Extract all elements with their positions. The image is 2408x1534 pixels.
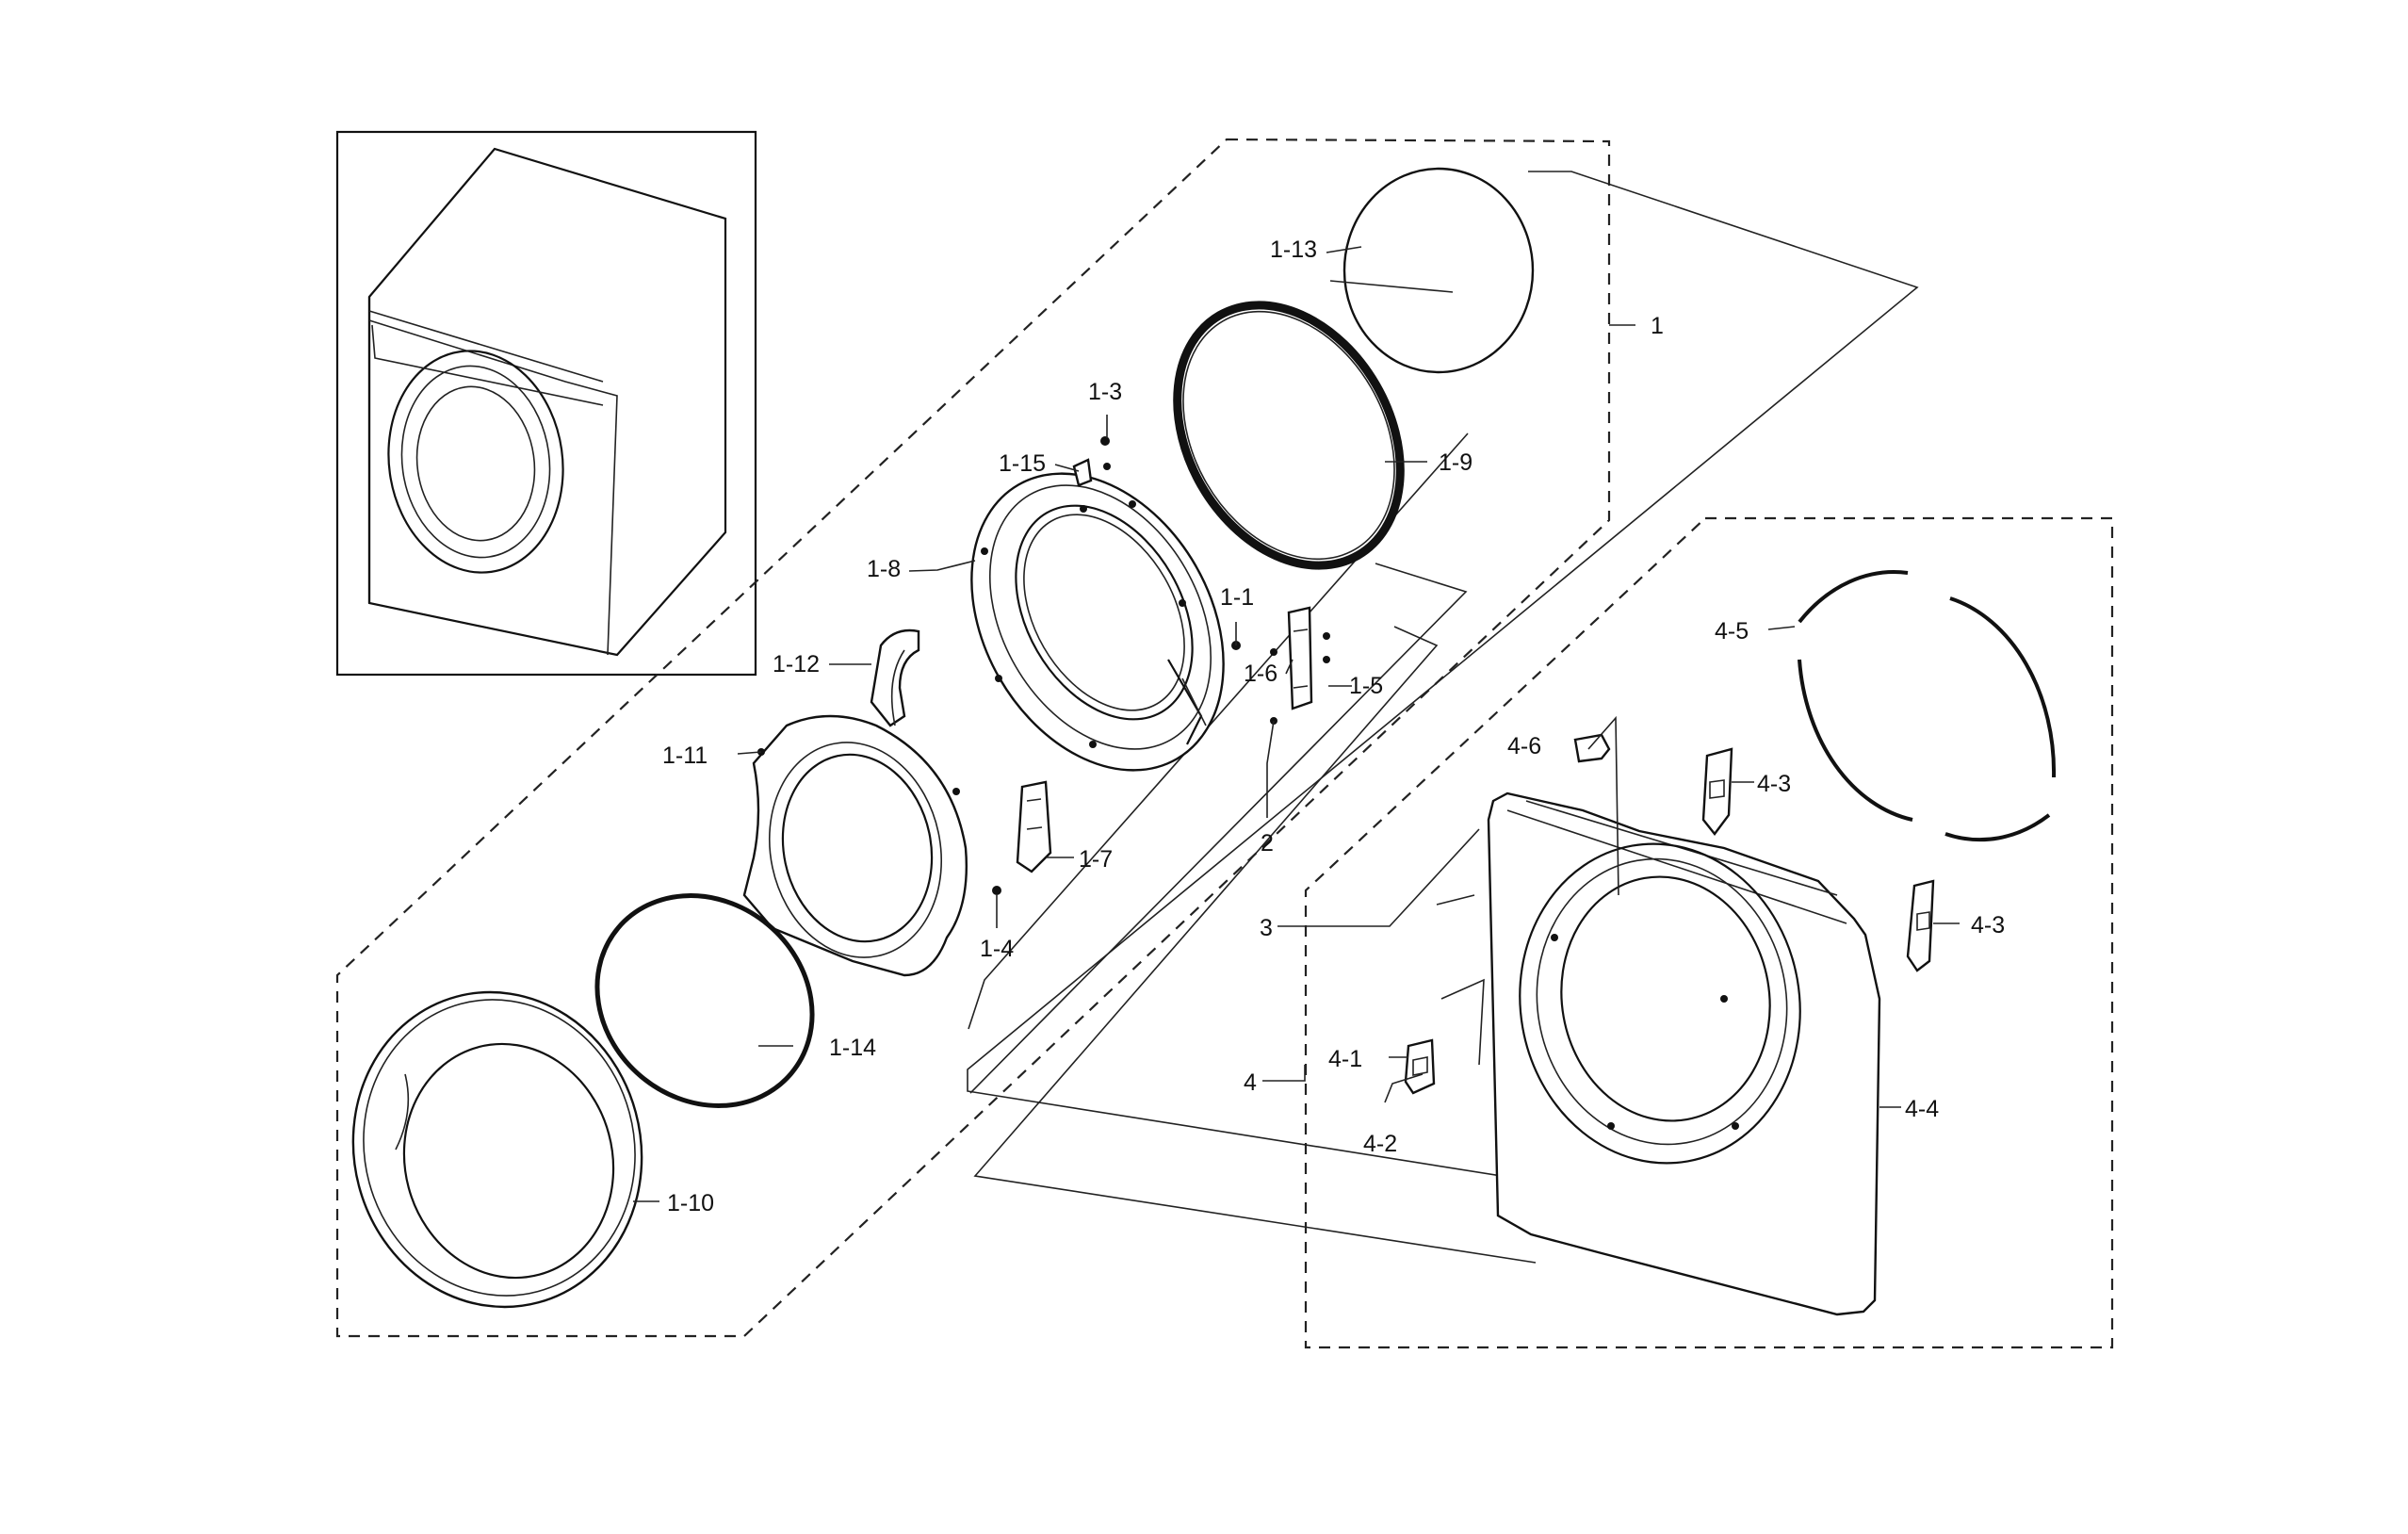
label-1-8: 1-8	[867, 556, 901, 582]
label-1: 1	[1651, 313, 1664, 339]
part-1-9-gasket	[1173, 301, 1405, 570]
label-4: 4	[1244, 1069, 1257, 1096]
part-1-8-door-frame	[970, 472, 1225, 772]
label-1-1: 1-1	[1220, 584, 1254, 611]
label-1-12: 1-12	[773, 651, 820, 677]
part-1-12-hinge	[870, 628, 920, 727]
part-4-6-connector	[1573, 733, 1611, 763]
part-1-13-glass	[1342, 167, 1535, 374]
label-1-13: 1-13	[1270, 237, 1317, 263]
part-4-3-bracket-lower	[1906, 879, 1935, 972]
front-panel-boundary	[1304, 516, 2114, 1349]
label-4-5: 4-5	[1715, 618, 1749, 645]
label-1-3: 1-3	[1088, 379, 1122, 405]
part-1-15-clip	[1072, 458, 1093, 487]
door-assembly-boundary	[335, 138, 1611, 1338]
part-1-6-hook	[1287, 606, 1313, 710]
part-1-7-latch	[1016, 780, 1052, 873]
inset-washer-view	[335, 130, 757, 677]
leader-lines	[633, 246, 1960, 1202]
part-4-1-switch	[1404, 1038, 1436, 1095]
label-1-6: 1-6	[1244, 661, 1277, 687]
label-1-14: 1-14	[829, 1035, 876, 1061]
part-4-4-front-panel	[1487, 791, 1881, 1316]
label-4-3-upper: 4-3	[1757, 771, 1791, 797]
label-1-4: 1-4	[980, 936, 1014, 962]
part-4-3-bracket-upper	[1701, 747, 1733, 836]
label-4-6: 4-6	[1507, 733, 1541, 759]
fasteners	[992, 436, 1330, 895]
label-1-10: 1-10	[667, 1190, 714, 1216]
part-1-10-outer-door	[351, 990, 643, 1309]
part-labels: 1-13 1 1-9 1-3 1-15 1-8 1-1 1-12 1-6 1-5…	[662, 237, 2005, 1216]
label-4-3-lower: 4-3	[1971, 912, 2005, 938]
part-4-5-ring-segments	[1798, 570, 2057, 842]
label-2: 2	[1261, 830, 1274, 857]
part-1-11-door-cover	[742, 714, 968, 977]
label-3: 3	[1260, 915, 1273, 941]
label-4-1: 4-1	[1328, 1046, 1362, 1072]
label-1-9: 1-9	[1439, 449, 1472, 476]
label-4-4: 4-4	[1905, 1096, 1939, 1122]
part-1-14-seal	[594, 893, 815, 1108]
label-1-7: 1-7	[1079, 846, 1113, 873]
label-1-5: 1-5	[1349, 673, 1383, 699]
label-1-15: 1-15	[999, 450, 1046, 477]
label-1-11: 1-11	[662, 743, 708, 769]
label-4-2: 4-2	[1363, 1131, 1397, 1157]
